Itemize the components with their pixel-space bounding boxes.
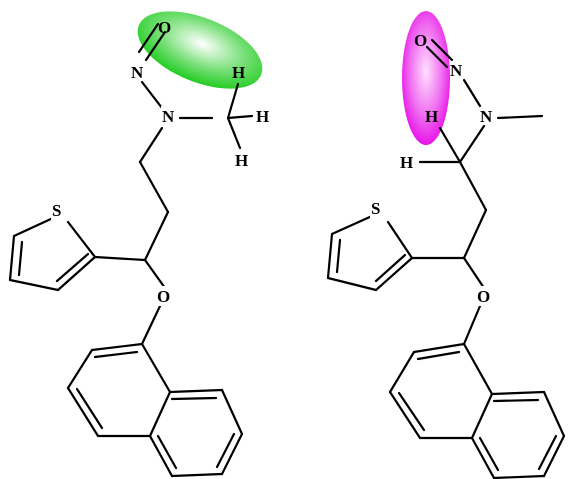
left-thiophene-sulfur: S [52,201,61,220]
left-nitroso-nitrogen: N [131,63,144,82]
green-highlight-ellipse [137,11,263,89]
right-molecule: O N N H H S O [326,11,566,479]
left-ether-oxygen: O [157,287,170,306]
right-hydrogen-upper: H [425,107,438,126]
right-nitroso-nitrogen: N [450,61,463,80]
left-hydrogen-right: H [256,107,269,126]
left-molecule: O N N H H H S O [8,11,269,478]
right-amine-nitrogen: N [480,107,493,126]
left-hydrogen-bottom: H [235,151,248,170]
left-amine-nitrogen: N [162,107,175,126]
right-hydrogen-lower: H [400,153,413,172]
right-nitroso-oxygen: O [414,31,427,50]
left-nitroso-oxygen: O [158,18,171,37]
left-hydrogen-top: H [232,63,245,82]
right-thiophene-sulfur: S [371,199,380,218]
right-ether-oxygen: O [477,287,490,306]
